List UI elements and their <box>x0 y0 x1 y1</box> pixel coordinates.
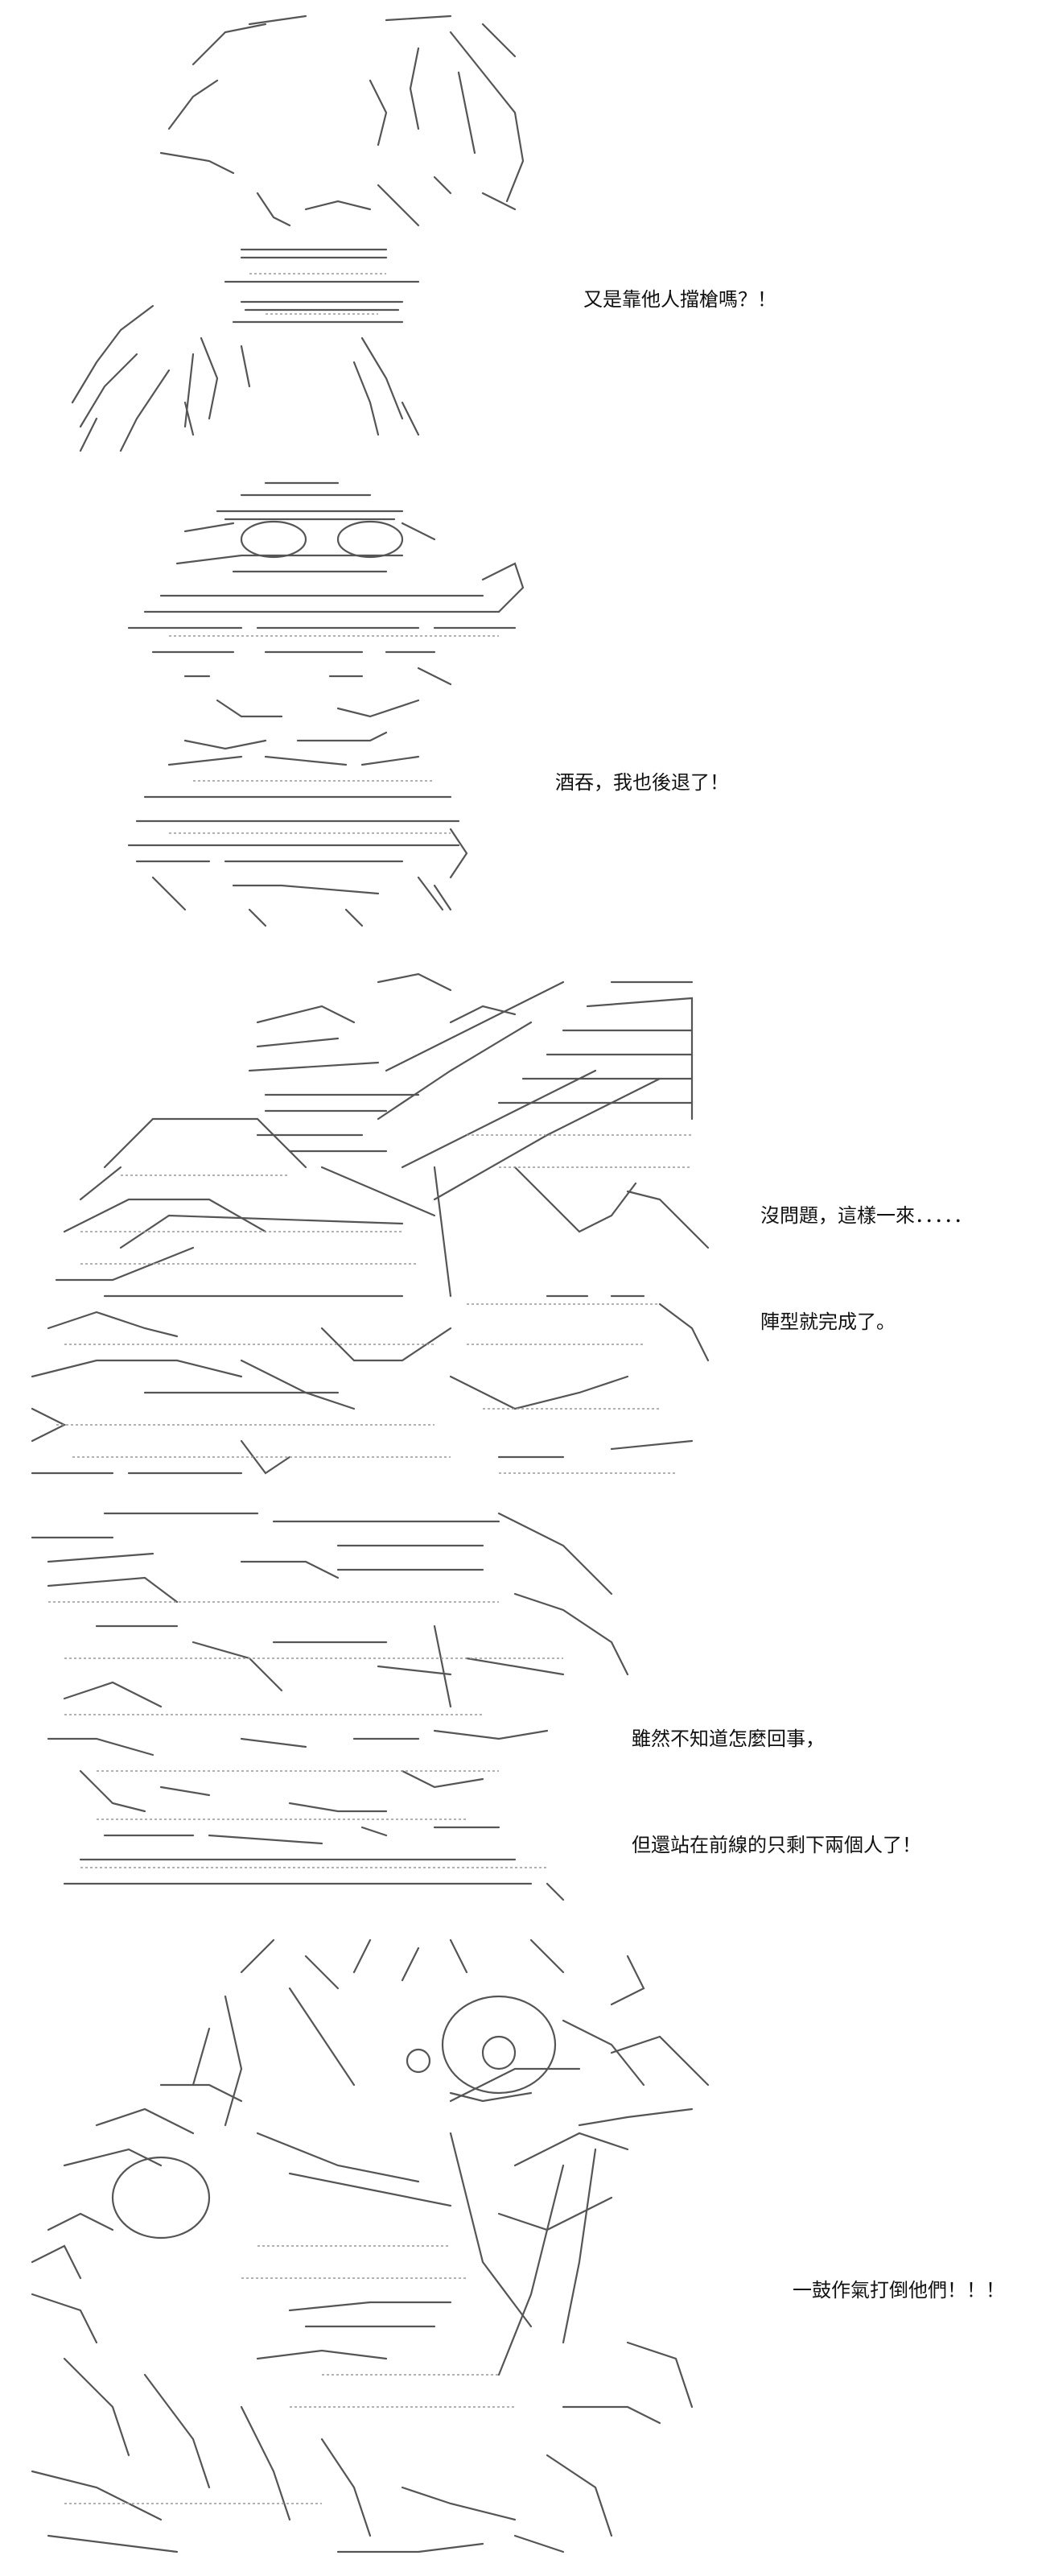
dialogue-line: 雖然不知道怎麼回事， <box>632 1728 825 1750</box>
panel-5: 一鼓作氣打倒他們！！！ <box>0 1924 1046 2576</box>
ascii-art-horned-character-icon <box>0 475 756 958</box>
ascii-art-scarf-character-icon <box>0 0 756 475</box>
dialogue-line: 但還站在前線的只剩下兩個人了！ <box>632 1834 921 1856</box>
dialogue-line: 酒吞，我也後退了！ <box>555 771 729 794</box>
dialogue-box: 又是靠他人擋槍嗎？！ <box>583 211 776 388</box>
dialogue-line: 一鼓作氣打倒他們！！！ <box>793 2279 1005 2301</box>
ascii-art-crouched-character-icon <box>0 958 756 1497</box>
dialogue-line: 又是靠他人擋槍嗎？！ <box>583 288 776 311</box>
dialogue-line: 沒問題，這樣一來．．．．． <box>760 1204 973 1227</box>
ascii-art-battle-characters-icon <box>0 1924 756 2576</box>
panel-1: 又是靠他人擋槍嗎？！ <box>0 0 1046 475</box>
panel-4: 雖然不知道怎麼回事， 但還站在前線的只剩下兩個人了！ <box>0 1497 1046 1924</box>
dialogue-line: 陣型就完成了。 <box>760 1311 896 1333</box>
dialogue-box: 一鼓作氣打倒他們！！！ <box>793 2202 1005 2379</box>
panel-2: 酒吞，我也後退了！ <box>0 475 1046 958</box>
ascii-art-fallen-character-icon <box>0 1497 756 1924</box>
panel-3: 沒問題，這樣一來．．．．． 陣型就完成了。 <box>0 958 1046 1497</box>
dialogue-box: 雖然不知道怎麼回事， 但還站在前線的只剩下兩個人了！ <box>632 1650 921 1934</box>
dialogue-box: 酒吞，我也後退了！ <box>555 694 729 871</box>
dialogue-box: 沒問題，這樣一來．．．．． 陣型就完成了。 <box>760 1127 973 1410</box>
